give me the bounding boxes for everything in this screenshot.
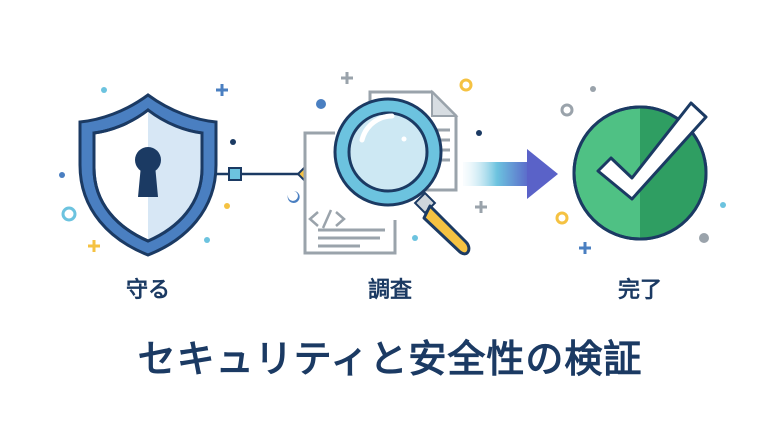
diagram-title: セキュリティと安全性の検証	[137, 337, 643, 381]
connector-line	[216, 164, 316, 184]
shield-keyhole-icon	[78, 93, 218, 257]
step-label-protect: 守る	[125, 278, 170, 303]
step-label-complete: 完了	[617, 278, 662, 303]
magnifier-icon	[333, 97, 471, 256]
check-circle-icon	[572, 101, 708, 241]
step-label-investigate: 調査	[367, 278, 412, 303]
decorative-dots	[59, 72, 726, 254]
arrow-right-icon	[463, 149, 558, 199]
